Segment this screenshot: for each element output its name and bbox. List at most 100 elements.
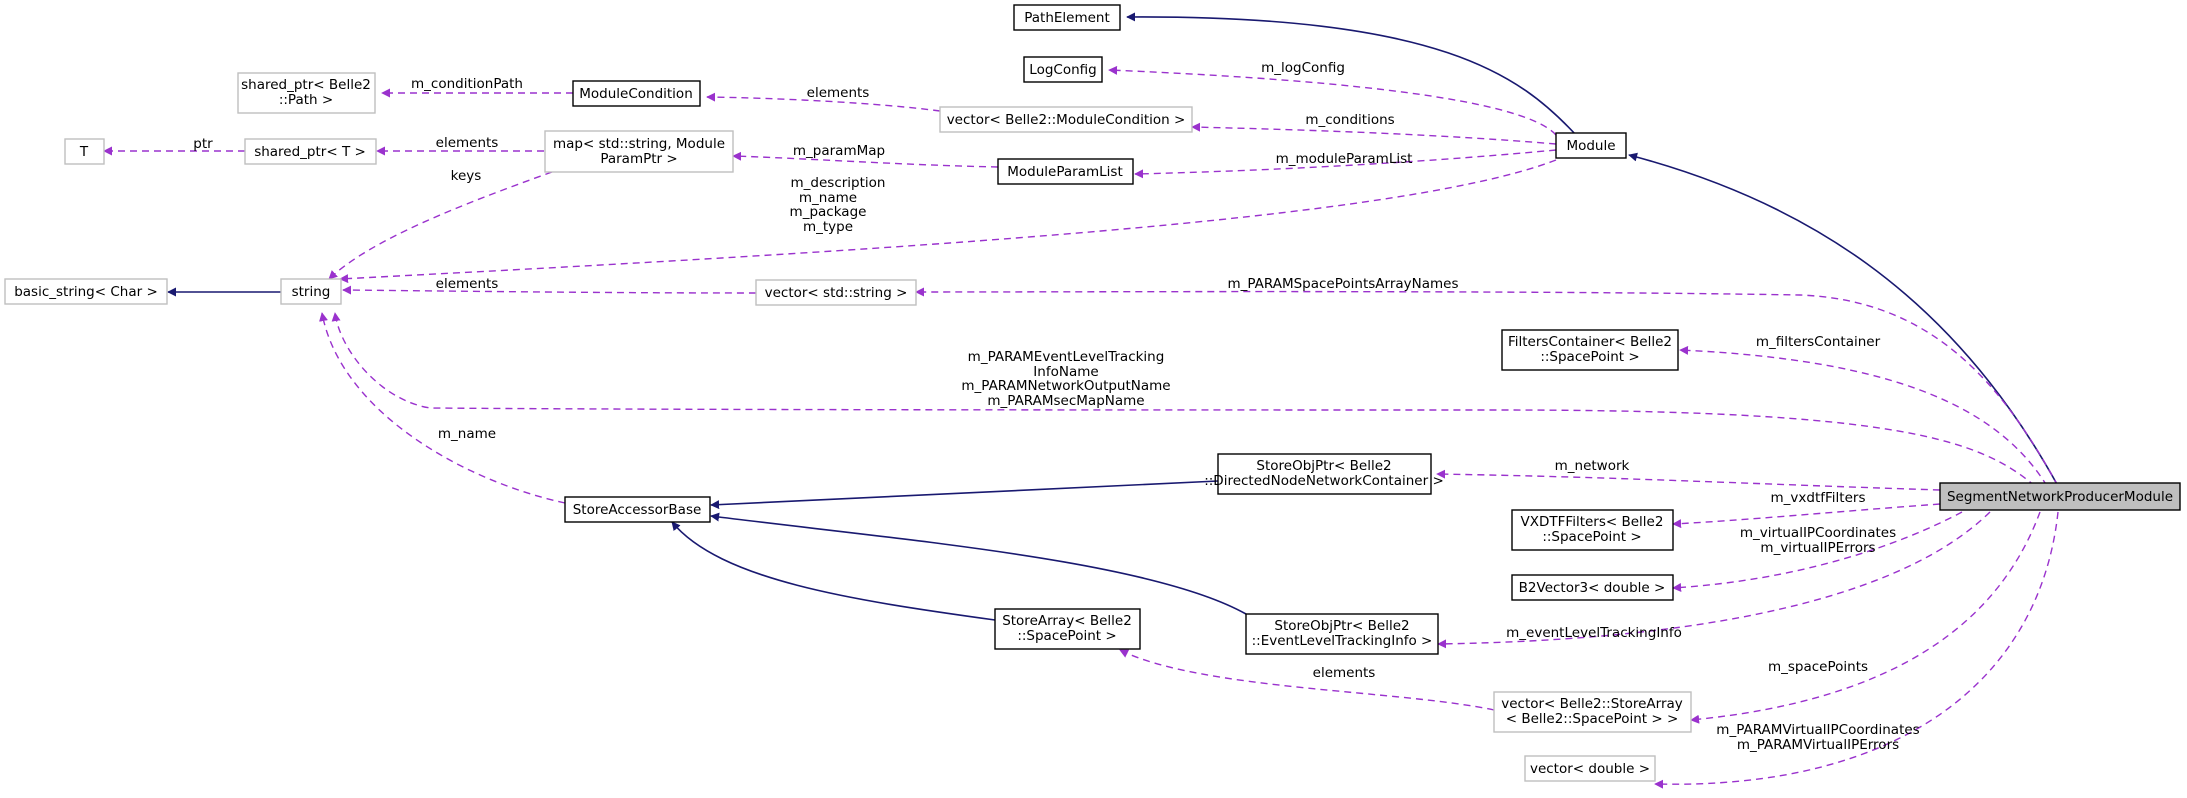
node-vxdtf-filters[interactable]: VXDTFFilters< Belle2 ::SpacePoint > xyxy=(1511,509,1674,551)
node-filters-container-label-0: FiltersContainer< Belle2 xyxy=(1508,334,1672,350)
label-param-strings-2: m_PARAMNetworkOutputName xyxy=(961,378,1170,394)
label-m-network: m_network xyxy=(1555,458,1630,474)
edge-map-string-keys xyxy=(328,171,553,280)
label-m-filterscontainer: m_filtersContainer xyxy=(1756,334,1881,350)
node-store-obj-ptr-event[interactable]: StoreObjPtr< Belle2 ::EventLevelTracking… xyxy=(1245,613,1439,655)
node-store-obj-ptr-network-label-0: StoreObjPtr< Belle2 xyxy=(1256,458,1391,474)
node-module-param-list[interactable]: ModuleParamList xyxy=(997,158,1134,185)
node-basic-string-label: basic_string< Char > xyxy=(14,284,158,300)
node-string[interactable]: string xyxy=(280,278,342,305)
node-filters-container-label-1: ::SpacePoint > xyxy=(1540,349,1639,365)
node-map-string-param-label-0: map< std::string, Module xyxy=(553,136,725,152)
node-string-label: string xyxy=(292,284,331,300)
node-shared-ptr-path-label-1: ::Path > xyxy=(279,92,333,108)
usage-edges xyxy=(103,65,2059,789)
label-m-paramspacepointsarraynames: m_PARAMSpacePointsArrayNames xyxy=(1227,276,1458,292)
node-path-element[interactable]: PathElement xyxy=(1013,4,1121,31)
node-basic-string[interactable]: basic_string< Char > xyxy=(4,278,168,305)
edge-vectormodulecondition-modulecondition xyxy=(706,92,941,112)
node-vector-module-condition-label: vector< Belle2::ModuleCondition > xyxy=(947,112,1186,128)
label-m-name: m_name xyxy=(438,426,496,442)
node-store-obj-ptr-event-label-0: StoreObjPtr< Belle2 xyxy=(1274,618,1409,634)
label-m-spacepoints: m_spacePoints xyxy=(1768,659,1868,675)
node-path-element-label: PathElement xyxy=(1024,10,1110,26)
node-module-label: Module xyxy=(1566,138,1615,154)
label-m-parammap: m_paramMap xyxy=(793,143,885,159)
edge-vectorstorearray-storearray xyxy=(1119,649,1495,711)
node-module-condition[interactable]: ModuleCondition xyxy=(572,80,701,107)
edge-module-string xyxy=(339,159,1557,284)
label-module-strings-0: m_description xyxy=(791,175,886,191)
label-module-strings-1: m_name xyxy=(799,190,857,206)
label-m-moduleparamlist: m_moduleParamList xyxy=(1276,151,1413,167)
node-store-array-spacepoint[interactable]: StoreArray< Belle2 ::SpacePoint > xyxy=(994,608,1141,650)
label-module-strings-2: m_package xyxy=(790,204,867,220)
edge-segment-string-params xyxy=(331,312,2036,487)
label-param-strings-1: InfoName xyxy=(1033,364,1098,380)
node-vxdtf-filters-label-1: ::SpacePoint > xyxy=(1542,529,1641,545)
label-m-conditionpath: m_conditionPath xyxy=(411,76,523,92)
label-m-eventleveltrackinginfo: m_eventLevelTrackingInfo xyxy=(1506,625,1682,641)
edge-vectorstring-string xyxy=(342,285,757,295)
edge-module-logconfig xyxy=(1108,65,1557,136)
label-elements-string: elements xyxy=(436,276,499,292)
label-module-strings-3: m_type xyxy=(803,219,853,235)
node-segment-network-producer-module-label: SegmentNetworkProducerModule xyxy=(1947,489,2173,505)
node-store-obj-ptr-network-label-1: ::DirectedNodeNetworkContainer > xyxy=(1204,473,1444,489)
edge-module-to-pathelement xyxy=(1126,12,1577,136)
label-ip-coords-1: m_virtualIPErrors xyxy=(1760,540,1875,556)
edge-segment-b2vector3 xyxy=(1672,511,1963,592)
node-store-obj-ptr-network[interactable]: StoreObjPtr< Belle2 ::DirectedNodeNetwor… xyxy=(1204,453,1444,495)
label-param-strings-3: m_PARAMsecMapName xyxy=(987,393,1144,409)
label-ptr: ptr xyxy=(193,136,213,152)
label-param-strings-0: m_PARAMEventLevelTracking xyxy=(968,349,1165,365)
node-store-accessor-base[interactable]: StoreAccessorBase xyxy=(564,496,711,523)
label-param-ip-1: m_PARAMVirtualIPErrors xyxy=(1737,737,1899,753)
node-t-label: T xyxy=(79,144,89,160)
node-b2vector3[interactable]: B2Vector3< double > xyxy=(1511,574,1674,601)
node-segment-network-producer-module[interactable]: SegmentNetworkProducerModule xyxy=(1939,482,2181,511)
node-vector-module-condition[interactable]: vector< Belle2::ModuleCondition > xyxy=(939,106,1193,133)
label-elements-shared: elements xyxy=(436,135,499,151)
edge-storeobjptr-network-to-storeaccessor xyxy=(710,480,1219,510)
edge-storeobjptr-event-to-storeaccessor xyxy=(710,512,1247,615)
edge-storearray-to-storeaccessor xyxy=(671,521,996,621)
edge-segment-storeobjptr-network xyxy=(1436,469,1941,491)
label-m-vxdtffilters: m_vxdtfFilters xyxy=(1771,490,1866,506)
edge-moduleparamlist-map xyxy=(732,151,999,168)
node-filters-container[interactable]: FiltersContainer< Belle2 ::SpacePoint > xyxy=(1501,329,1679,371)
node-vector-string[interactable]: vector< std::string > xyxy=(755,279,917,306)
node-map-string-param-label-1: ParamPtr > xyxy=(600,151,677,167)
node-store-array-spacepoint-label-1: ::SpacePoint > xyxy=(1017,628,1116,644)
node-vector-double[interactable]: vector< double > xyxy=(1524,755,1656,782)
node-shared-ptr-path[interactable]: shared_ptr< Belle2 ::Path > xyxy=(237,72,376,114)
node-shared-ptr-path-label-0: shared_ptr< Belle2 xyxy=(241,77,371,93)
node-b2vector3-label: B2Vector3< double > xyxy=(1519,580,1666,596)
node-vector-store-array-label-1: < Belle2::SpacePoint > > xyxy=(1506,711,1679,727)
node-vector-store-array-label-0: vector< Belle2::StoreArray xyxy=(1501,696,1683,712)
node-shared-ptr-t[interactable]: shared_ptr< T > xyxy=(244,138,377,165)
node-log-config[interactable]: LogConfig xyxy=(1023,56,1103,83)
node-store-obj-ptr-event-label-1: ::EventLevelTrackingInfo > xyxy=(1252,633,1433,649)
node-module-condition-label: ModuleCondition xyxy=(579,86,693,102)
node-vxdtf-filters-label-0: VXDTFFilters< Belle2 xyxy=(1521,514,1664,530)
edge-segment-vxdtffilters xyxy=(1672,503,1941,529)
node-module-param-list-label: ModuleParamList xyxy=(1007,164,1122,180)
node-shared-ptr-t-label: shared_ptr< T > xyxy=(254,144,366,160)
edge-segment-storeobjptr-event xyxy=(1437,511,1991,649)
node-store-array-spacepoint-label-0: StoreArray< Belle2 xyxy=(1002,613,1132,629)
edge-segmentnetwork-to-module xyxy=(1628,152,2059,487)
label-m-logconfig: m_logConfig xyxy=(1261,60,1345,76)
node-store-accessor-base-label: StoreAccessorBase xyxy=(573,502,702,518)
label-m-conditions: m_conditions xyxy=(1305,112,1394,128)
node-t[interactable]: T xyxy=(64,138,105,165)
node-map-string-param[interactable]: map< std::string, Module ParamPtr > xyxy=(544,130,734,173)
label-elements-spacepoint: elements xyxy=(1313,665,1376,681)
node-vector-string-label: vector< std::string > xyxy=(765,285,908,301)
nodes: PathElement LogConfig shared_ptr< Belle2… xyxy=(4,4,2181,782)
edge-module-vectormodulecondition xyxy=(1191,122,1557,145)
node-vector-store-array[interactable]: vector< Belle2::StoreArray < Belle2::Spa… xyxy=(1493,691,1692,733)
label-elements-condition: elements xyxy=(807,85,870,101)
label-keys: keys xyxy=(451,168,482,184)
node-module[interactable]: Module xyxy=(1555,132,1627,159)
